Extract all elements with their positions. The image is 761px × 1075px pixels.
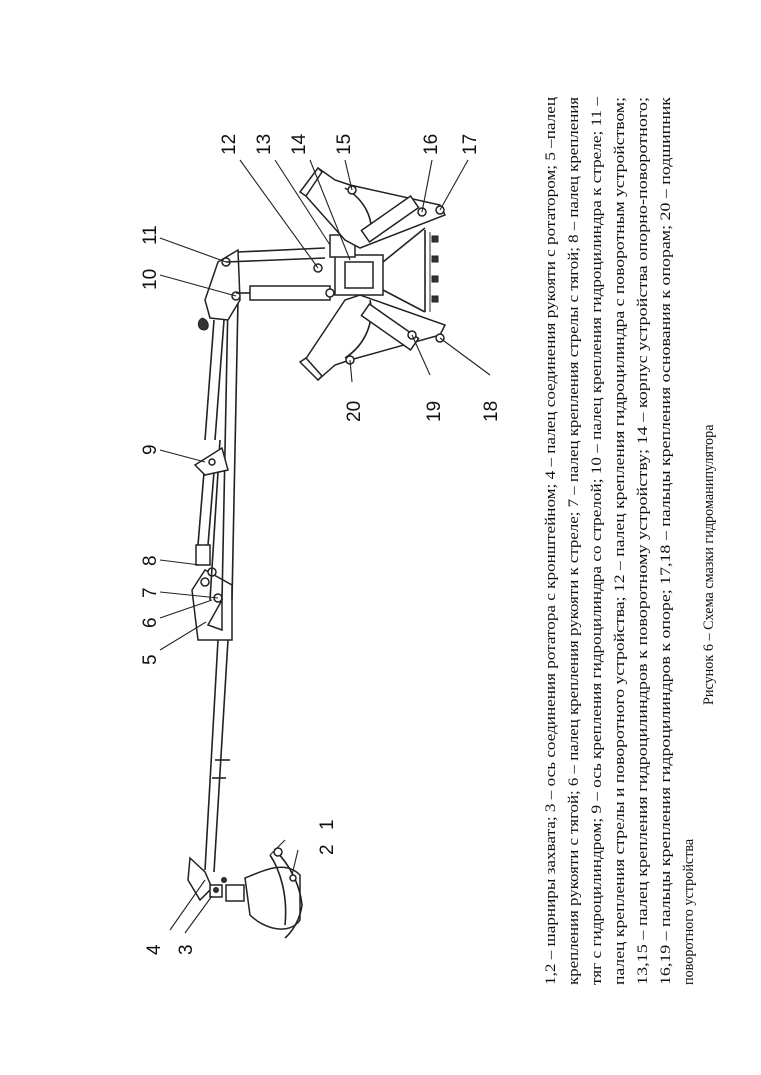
part-label-18: 18 — [481, 401, 502, 422]
part-label-4: 4 — [144, 944, 165, 955]
part-label-7: 7 — [140, 587, 161, 598]
caption-line: крепления рукояти с тягой; 6 – палец кре… — [566, 96, 582, 985]
slewing-base — [313, 227, 439, 313]
part-label-20: 20 — [344, 401, 365, 422]
figure-title: Рисунок 6 – Схема смазки гидроманипулято… — [701, 424, 717, 705]
part-label-8: 8 — [140, 555, 161, 566]
part-label-13: 13 — [254, 134, 275, 155]
grapple — [187, 847, 303, 939]
boom-arm — [191, 299, 239, 873]
caption-line: 16,19 – пальцы крепления гидроцилиндров … — [658, 97, 674, 985]
manipulator-drawing: 1 2 3 4 5 6 7 8 9 10 11 12 13 14 15 16 1… — [140, 133, 502, 955]
lower-outrigger — [298, 294, 447, 382]
part-label-12: 12 — [219, 134, 240, 155]
caption-line: 13,15 – палец крепления гидроцилиндров к… — [635, 97, 651, 985]
part-numbers: 1 2 3 4 5 6 7 8 9 10 11 12 13 14 15 16 1… — [140, 133, 502, 955]
caption-line: поворотного устройства — [681, 838, 697, 985]
part-label-2: 2 — [317, 844, 338, 855]
part-label-17: 17 — [460, 134, 481, 155]
caption-block: 1,2 – шарниры захвата; 3 – ось соединени… — [543, 96, 697, 985]
upper-outrigger — [298, 166, 447, 249]
leader-lines — [159, 159, 491, 934]
part-label-19: 19 — [424, 401, 445, 422]
part-label-6: 6 — [140, 617, 161, 628]
part-label-14: 14 — [289, 133, 310, 155]
caption-line: палец крепления стрелы и поворотного уст… — [612, 97, 628, 985]
part-label-3: 3 — [176, 944, 197, 955]
base-studs — [431, 235, 439, 303]
boom-head — [197, 247, 335, 331]
caption-line: 1,2 – шарниры захвата; 3 – ось соединени… — [543, 97, 559, 985]
part-label-9: 9 — [140, 444, 161, 455]
part-label-1: 1 — [317, 819, 338, 830]
part-label-10: 10 — [140, 269, 161, 290]
part-label-15: 15 — [334, 134, 355, 155]
part-label-11: 11 — [140, 225, 161, 245]
part-label-16: 16 — [421, 134, 442, 155]
part-label-5: 5 — [140, 654, 161, 665]
caption-line: тяг с гидроцилиндром; 9 – ось крепления … — [589, 96, 605, 985]
